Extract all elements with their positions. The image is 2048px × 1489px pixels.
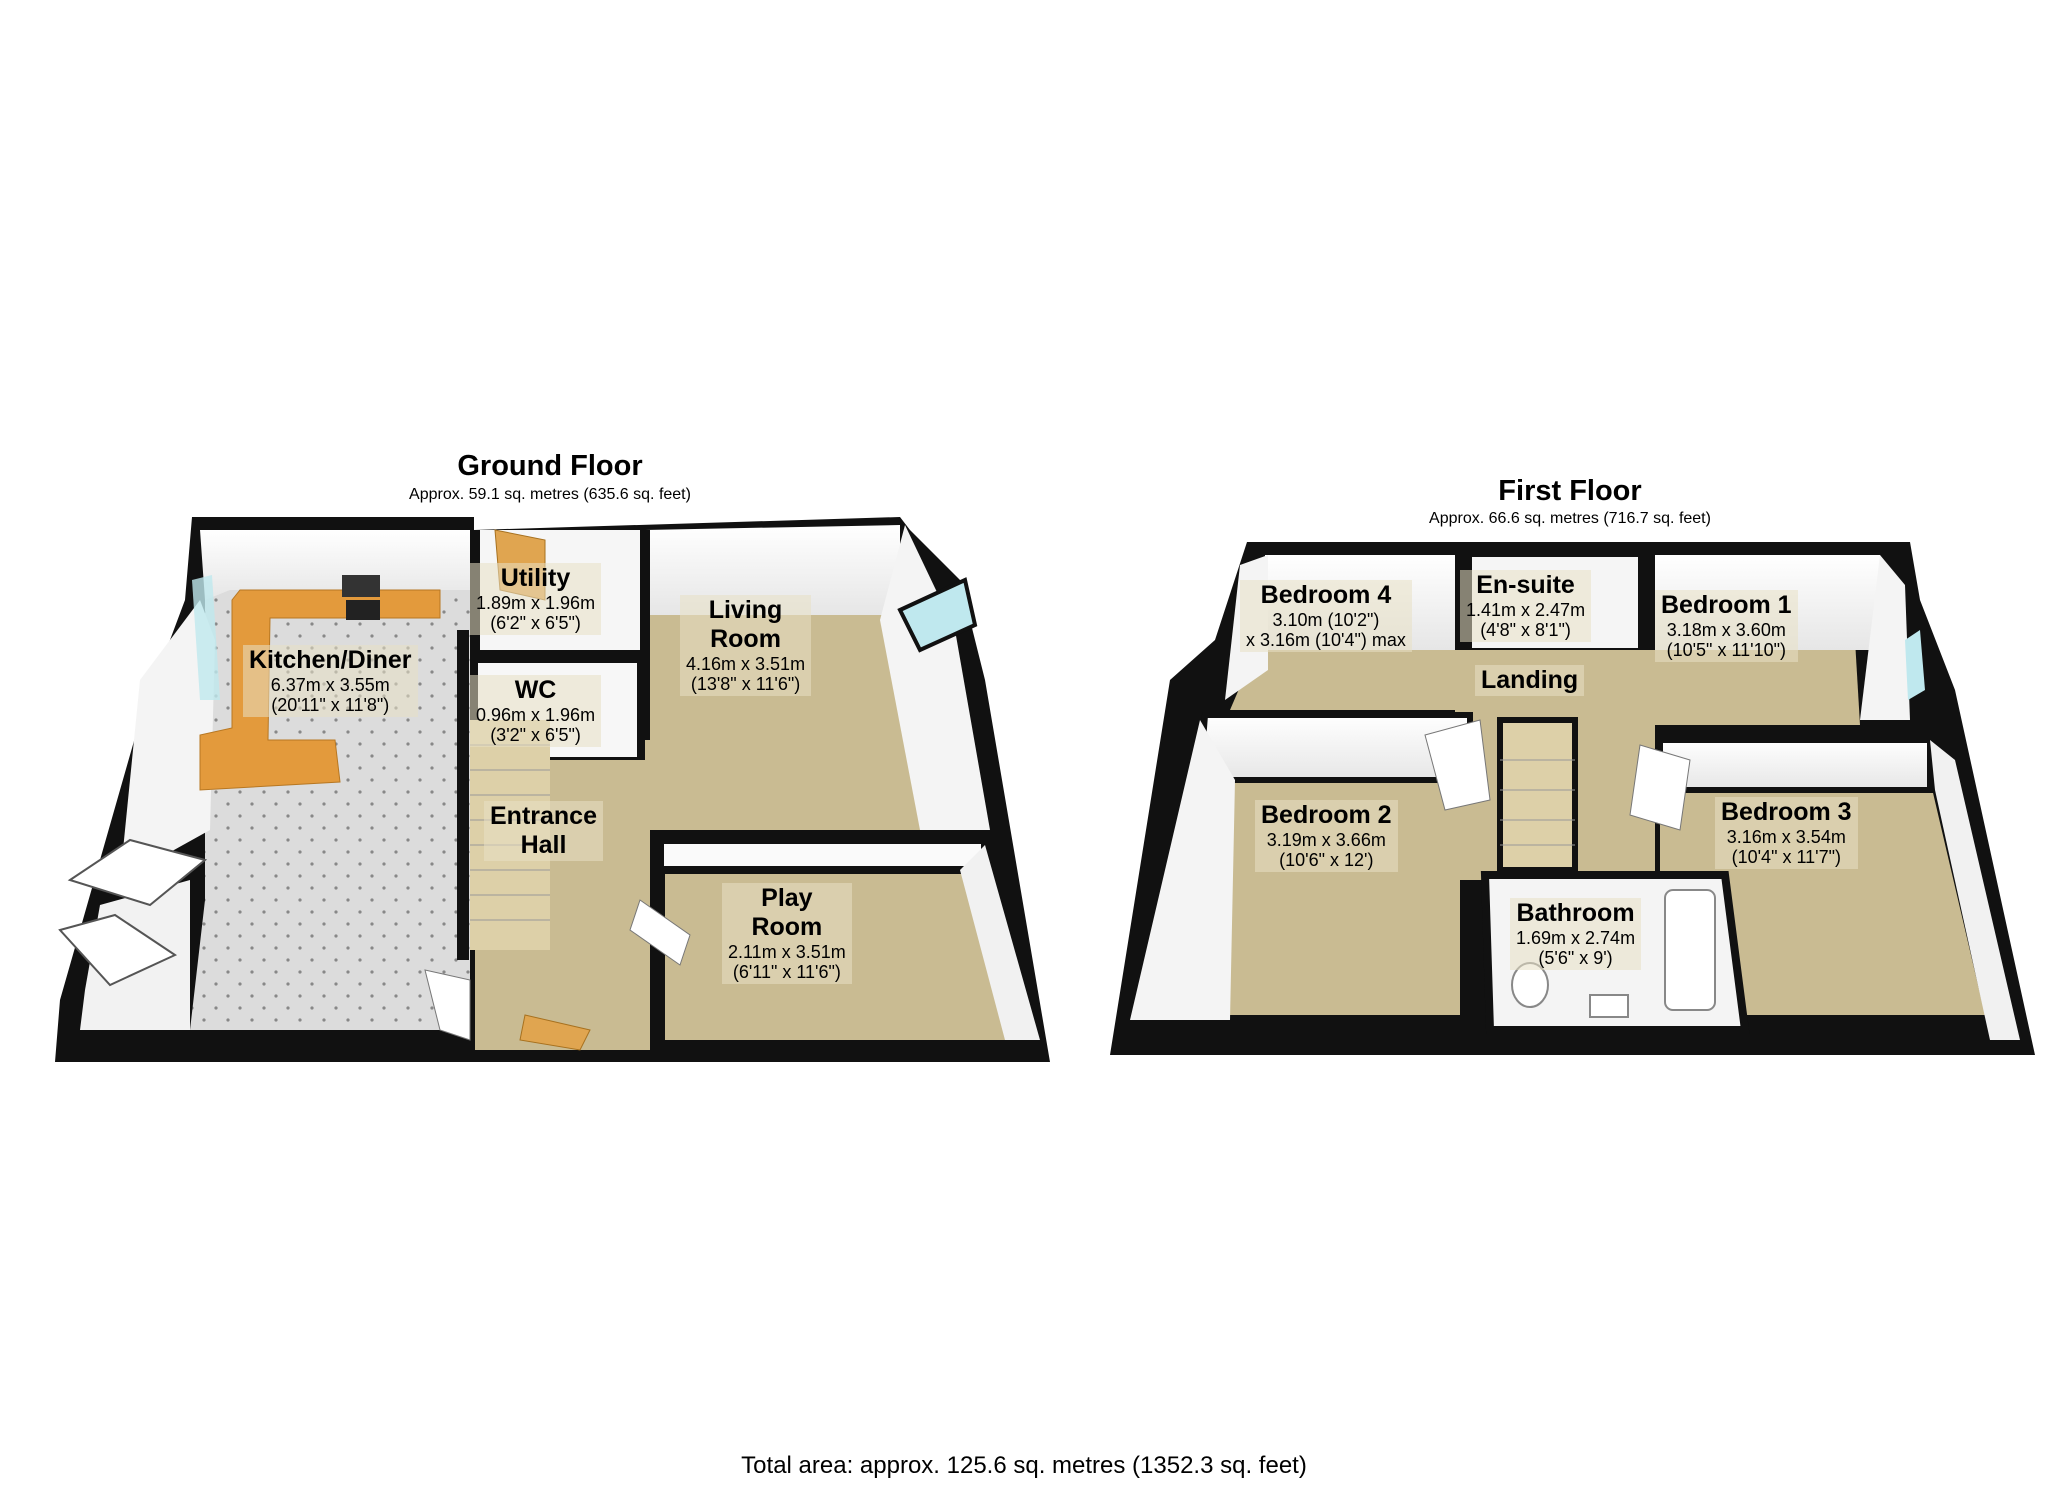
room-dimensions-imperial: (13'8" x 11'6") <box>690 674 801 695</box>
room-dimensions: 6.37m x 3.55m <box>270 674 390 695</box>
bedroom-3-back-wall <box>1657 737 1933 793</box>
room-dimensions-imperial: (20'11" x 11'8") <box>271 695 390 716</box>
oven <box>346 600 380 620</box>
front-door <box>519 1014 591 1051</box>
kitchen-wall <box>200 530 470 600</box>
room-dimensions-imperial: (4'8" x 8'1") <box>1480 620 1571 641</box>
ground-floor-title: Ground Floor <box>457 450 643 482</box>
hob <box>342 575 380 597</box>
room-dimensions: 0.96m x 1.96m <box>476 704 596 725</box>
room-label-bathroom: Bathroom 1.69m x 2.74m (5'6" x 9') <box>1510 898 1642 971</box>
room-name: Entrance Hall <box>490 802 597 859</box>
room-name: Bedroom 4 <box>1260 581 1392 609</box>
total-area: Total area: approx. 125.6 sq. metres (13… <box>741 1452 1307 1479</box>
kitchen-window-2 <box>58 913 178 987</box>
room-dimensions: 3.10m (10'2") <box>1272 609 1380 630</box>
room-dimensions: 3.19m x 3.66m <box>1266 829 1386 850</box>
room-name: Bedroom 3 <box>1721 798 1852 826</box>
room-dimensions-imperial: (6'11" x 11'6") <box>732 962 841 983</box>
play-room-door <box>629 899 691 966</box>
room-label-entrance-hall: Entrance Hall <box>484 801 603 861</box>
room-dimensions: 4.16m x 3.51m <box>686 653 806 674</box>
room-label-living-room: Living Room 4.16m x 3.51m (13'8" x 11'6"… <box>680 595 812 696</box>
living-bay-window <box>897 577 978 653</box>
room-name: Living Room <box>708 596 783 653</box>
living-hall-wall <box>640 530 650 740</box>
room-label-kitchen: Kitchen/Diner 6.37m x 3.55m (20'11" x 11… <box>243 645 418 718</box>
room-name: En-suite <box>1476 571 1575 599</box>
room-label-bedroom-3: Bedroom 3 3.16m x 3.54m (10'4" x 11'7") <box>1715 797 1858 870</box>
living-room-right-wall <box>880 525 990 830</box>
first-floor-plan <box>1110 542 2035 1055</box>
bedroom-3-right-wall <box>1930 740 2020 1040</box>
ground-floor-area: Approx. 59.1 sq. metres (635.6 sq. feet) <box>409 486 691 503</box>
room-name: Bathroom <box>1516 899 1635 927</box>
room-dimensions: 1.41m x 2.47m <box>1466 599 1586 620</box>
room-name: Bedroom 2 <box>1261 801 1392 829</box>
room-label-bedroom-4: Bedroom 4 3.10m (10'2") x 3.16m (10'4") … <box>1240 580 1412 653</box>
room-dimensions: 3.16m x 3.54m <box>1726 826 1846 847</box>
kitchen-glass <box>192 575 220 700</box>
play-room-right-wall <box>960 845 1040 1040</box>
kitchen-window-1 <box>67 838 208 907</box>
bedroom-1-right-wall <box>1860 555 1910 720</box>
bedroom-3-door <box>1629 744 1691 831</box>
room-dimensions: 3.18m x 3.60m <box>1666 619 1786 640</box>
room-dimensions-imperial: (10'6" x 12') <box>1279 850 1374 871</box>
kitchen-worktop <box>199 589 441 791</box>
room-dimensions-imperial: (6'2" x 6'5") <box>490 613 581 634</box>
bedroom-4-floor <box>1230 640 1455 710</box>
first-floor-area: Approx. 66.6 sq. metres (716.7 sq. feet) <box>1429 510 1711 527</box>
room-name: Kitchen/Diner <box>249 646 412 674</box>
room-dimensions-imperial: x 3.16m (10'4") max <box>1246 630 1406 651</box>
room-dimensions: 1.69m x 2.74m <box>1516 927 1636 948</box>
kitchen-door <box>424 969 471 1041</box>
room-label-wc: WC 0.96m x 1.96m (3'2" x 6'5") <box>470 675 602 748</box>
room-label-bedroom-1: Bedroom 1 3.18m x 3.60m (10'5" x 11'10") <box>1655 590 1798 663</box>
bedroom-1-window <box>1905 630 1925 700</box>
room-label-ensuite: En-suite 1.41m x 2.47m (4'8" x 8'1") <box>1460 570 1592 643</box>
room-dimensions-imperial: (3'2" x 6'5") <box>490 725 581 746</box>
room-label-bedroom-2: Bedroom 2 3.19m x 3.66m (10'6" x 12') <box>1255 800 1398 873</box>
bathtub <box>1664 889 1716 1011</box>
room-label-landing: Landing <box>1475 665 1585 696</box>
living-room-back-wall <box>645 525 900 615</box>
kitchen-left-wall <box>120 600 215 880</box>
basin <box>1589 994 1629 1018</box>
room-name: Landing <box>1481 666 1579 694</box>
room-dimensions-imperial: (10'4" x 11'7") <box>1731 847 1841 868</box>
room-label-utility: Utility 1.89m x 1.96m (6'2" x 6'5") <box>470 563 602 636</box>
room-label-play-room: Play Room 2.11m x 3.51m (6'11" x 11'6") <box>722 883 852 984</box>
bedroom-2-door <box>1424 719 1491 811</box>
room-name: Play Room <box>751 884 823 941</box>
room-dimensions: 1.89m x 1.96m <box>476 592 596 613</box>
room-name: WC <box>514 676 557 704</box>
kitchen-hall-wall <box>457 630 469 960</box>
room-dimensions-imperial: (5'6" x 9') <box>1538 948 1613 969</box>
room-dimensions: 2.11m x 3.51m <box>728 941 846 962</box>
room-name: Bedroom 1 <box>1661 591 1792 619</box>
first-floor-title: First Floor <box>1498 475 1642 507</box>
play-room-back-wall <box>656 836 989 874</box>
room-dimensions-imperial: (10'5" x 11'10") <box>1666 640 1786 661</box>
room-name: Utility <box>500 564 571 592</box>
bedroom-2-left-wall <box>1130 720 1235 1020</box>
first-staircase <box>1497 717 1578 873</box>
